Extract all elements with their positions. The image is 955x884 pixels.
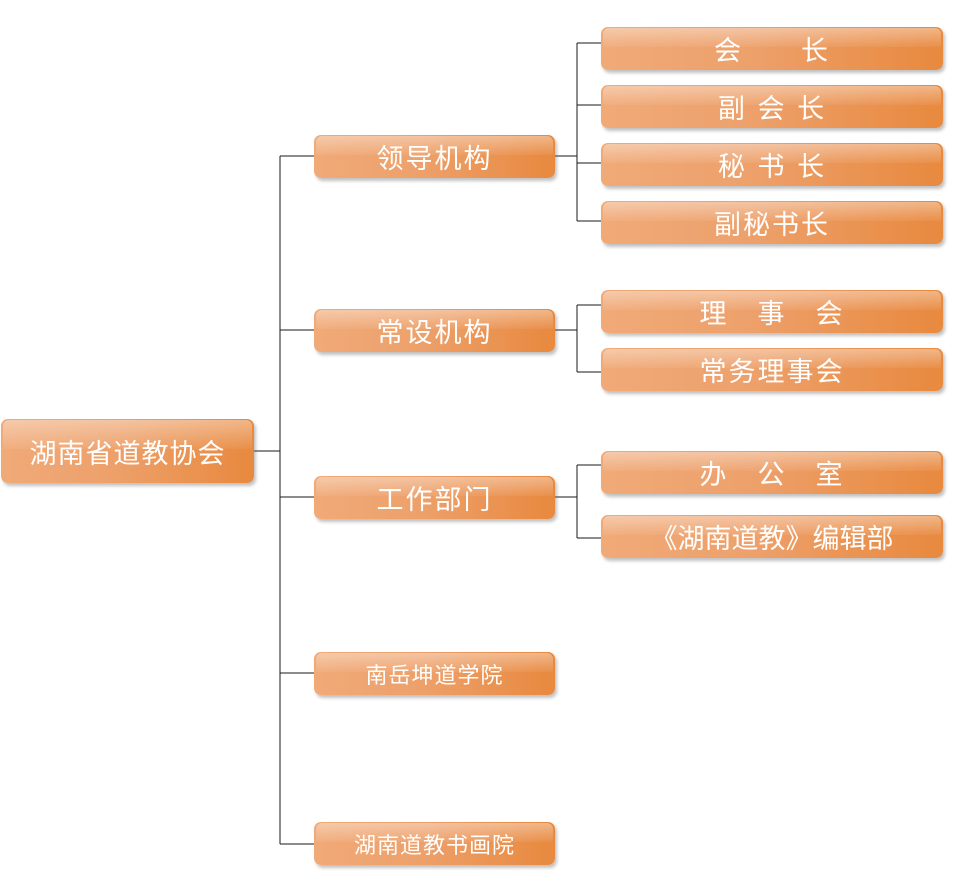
leaf-editorial-department-label: 《湖南道教》编辑部 — [650, 524, 894, 555]
leaf-president: 会 长 — [601, 27, 943, 70]
leaf-deputy-secretary-general: 副秘书长 — [601, 201, 943, 244]
root-label: 湖南省道教协会 — [29, 438, 226, 470]
leaf-president-label: 会 长 — [714, 36, 830, 67]
leaf-vice-president-label: 副 会 长 — [717, 94, 827, 125]
leaf-standing-council: 常务理事会 — [601, 348, 943, 391]
leaf-editorial-department: 《湖南道教》编辑部 — [601, 515, 943, 558]
leaf-vice-president: 副 会 长 — [601, 85, 943, 128]
branch-leadership: 领导机构 — [314, 135, 555, 178]
leaf-office-label: 办 公 室 — [699, 460, 845, 491]
leaf-council-label: 理 事 会 — [699, 299, 845, 330]
branch-leadership-label: 领导机构 — [376, 144, 493, 175]
branch-academy: 南岳坤道学院 — [314, 652, 555, 695]
leaf-deputy-secretary-general-label: 副秘书长 — [714, 210, 830, 241]
branch-working-label: 工作部门 — [376, 485, 493, 516]
branch-academy-label: 南岳坤道学院 — [365, 663, 504, 689]
branch-working: 工作部门 — [314, 476, 555, 519]
branch-painting: 湖南道教书画院 — [314, 822, 555, 865]
branch-painting-label: 湖南道教书画院 — [353, 833, 515, 859]
root-node: 湖南省道教协会 — [1, 419, 254, 483]
branch-standing: 常设机构 — [314, 309, 555, 352]
branch-standing-label: 常设机构 — [376, 318, 493, 349]
leaf-secretary-general-label: 秘 书 长 — [717, 152, 827, 183]
leaf-office: 办 公 室 — [601, 451, 943, 494]
leaf-standing-council-label: 常务理事会 — [699, 357, 845, 388]
leaf-council: 理 事 会 — [601, 290, 943, 333]
leaf-secretary-general: 秘 书 长 — [601, 143, 943, 186]
